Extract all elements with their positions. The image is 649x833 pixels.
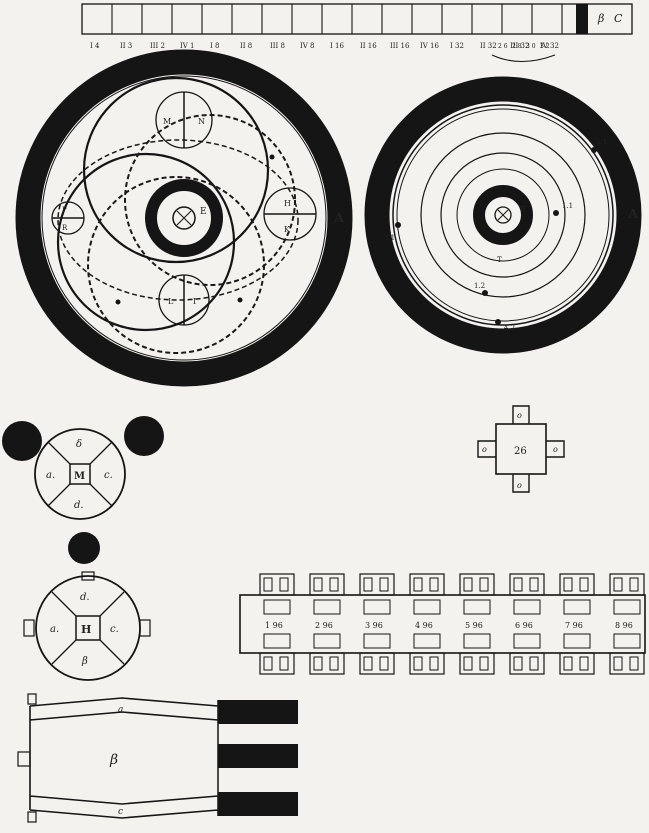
orbit-point	[270, 155, 275, 160]
round-box-2-quadrant: d.	[80, 592, 90, 603]
long-box-corner-label: c	[118, 807, 123, 817]
tower-row-label: 2 96	[315, 621, 333, 630]
scale-cell-label: II 16	[360, 42, 377, 50]
scale-bar-dark-cell	[576, 4, 588, 34]
tower-row-label: 7 96	[565, 621, 583, 630]
tower-row-label: 5 96	[465, 621, 483, 630]
tower-row-label: 6 96	[515, 621, 533, 630]
scale-small-mark: 3 2	[540, 43, 550, 50]
round-box-1-quadrant: δ	[76, 439, 82, 450]
scale-cell-label: IV 16	[420, 42, 439, 50]
scale-small-mark: 3 0	[526, 43, 536, 50]
scale-cell-label: III 16	[390, 42, 410, 50]
tower-row-label: 1 96	[265, 621, 283, 630]
knob	[2, 421, 42, 461]
scale-cell-label: IV 1	[180, 42, 195, 50]
round-box-1-quadrant: d.	[74, 500, 84, 511]
small-disc-mark-4: 4.2	[504, 324, 515, 332]
scale-end-label-beta: β	[597, 12, 604, 25]
tower-row-label: 8 96	[615, 621, 633, 630]
scale-cell-label: II 8	[240, 42, 252, 50]
knob	[68, 532, 100, 564]
planet-label-p: P	[62, 206, 67, 214]
scale-end-label-c: C	[614, 12, 623, 25]
small-disc-mark-3: 3.1	[384, 234, 395, 242]
planet-label-k: K	[284, 225, 291, 234]
scale-cell-label: I 4	[90, 42, 100, 50]
cross-box-label: 26	[514, 446, 527, 457]
scale-cell-label: I 32	[450, 42, 464, 50]
small-disc-outer-label: A	[627, 207, 639, 222]
cross-box-mark: o	[482, 445, 487, 454]
small-disc-center-label: E	[520, 205, 526, 214]
cross-box-mark: o	[517, 411, 522, 420]
scale-small-mark: 2 8	[512, 43, 522, 50]
long-box-dark-block	[218, 744, 298, 768]
round-box-2-quadrant: β	[81, 656, 88, 667]
planet-label-i: I	[193, 297, 196, 306]
planet-label-m: M	[163, 117, 171, 126]
small-disc-mark-5: 5.1	[596, 138, 607, 146]
round-box-2-quadrant: c.	[110, 624, 119, 635]
small-disc-planet	[553, 210, 559, 216]
planet-top: M N	[156, 92, 212, 148]
small-disc-mark-2: 1.2	[474, 282, 485, 290]
knob	[124, 416, 164, 456]
round-box-2-quadrant: a.	[50, 624, 59, 635]
round-box-1-quadrant: c.	[104, 470, 113, 481]
large-disc-center-label: E	[200, 207, 207, 217]
scale-cell-label: IV 8	[300, 42, 315, 50]
scale-cell-label: I 16	[330, 42, 344, 50]
small-disc-mark-1: 1.1	[562, 202, 573, 210]
round-box-1-center-label: M	[74, 471, 85, 482]
small-disc-mark-6: T	[497, 256, 502, 264]
large-disc-outer-label: A	[333, 211, 345, 226]
round-box-1-quadrant: a.	[46, 470, 55, 481]
small-disc-planet	[591, 147, 597, 153]
small-disc-planet	[395, 222, 401, 228]
orbit-point	[238, 298, 243, 303]
planet-label-l: L	[168, 297, 174, 306]
small-disc-planet	[482, 290, 488, 296]
scale-cell-label: III 8	[270, 42, 285, 50]
small-disc-planet	[495, 319, 501, 325]
scale-cell-label: I 8	[210, 42, 219, 50]
long-box-corner-label: a	[118, 705, 123, 715]
long-box-label: β	[109, 752, 118, 768]
planet-label-r: R	[62, 224, 68, 232]
planet-label-n: N	[198, 117, 205, 126]
scale-cell-label: III 2	[150, 42, 165, 50]
scale-small-mark: 2 6	[498, 43, 508, 50]
cross-box-mark: o	[553, 445, 558, 454]
tower-row-label: 4 96	[415, 621, 433, 630]
tower-row-label: 3 96	[365, 621, 383, 630]
scale-cell-label: II 32	[480, 42, 497, 50]
long-box-dark-block	[218, 792, 298, 816]
cross-box-mark: o	[517, 481, 522, 490]
round-box-2-center-label: H	[81, 623, 91, 636]
orbit-point	[116, 300, 121, 305]
scale-cell-label: II 3	[120, 42, 132, 50]
long-box-dark-block	[218, 700, 298, 724]
planet-label-h: H	[284, 199, 291, 208]
